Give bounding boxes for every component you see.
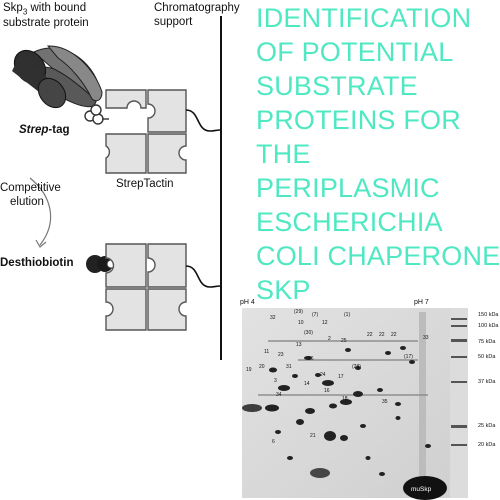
spot-label: 31 — [286, 364, 292, 370]
linker-top — [185, 109, 222, 132]
spot-label: 12 — [322, 320, 328, 326]
ph-right-label: pH 7 — [414, 299, 429, 306]
spot-label: 13 — [296, 342, 302, 348]
desthiobiotin-label: Desthiobiotin — [0, 257, 74, 269]
streptactin-top-blocks — [105, 89, 187, 174]
title-line: THE — [256, 139, 311, 169]
protein-spots — [242, 346, 431, 478]
marker-label: 25 kDa — [478, 423, 496, 429]
spot-label: (28) — [352, 364, 361, 370]
marker-bands — [451, 318, 467, 446]
spot-label: 34 — [276, 392, 282, 398]
linker-bottom — [185, 265, 222, 288]
chromatography-label: Chromatography support — [154, 2, 240, 28]
skp-label: Skp3 with bound — [3, 2, 87, 17]
spot-label: 18 — [342, 396, 348, 402]
title-line: COLI CHAPERONE — [256, 241, 500, 271]
title-line: SUBSTRATE — [256, 71, 418, 101]
spot-label: 22 — [367, 332, 373, 338]
spot-label: 2 — [328, 336, 331, 342]
title-line: PERIPLASMIC — [256, 173, 440, 203]
spot-label: 32 — [270, 315, 276, 321]
muskp-spot — [403, 476, 447, 500]
title-line: IDENTIFICATION — [256, 3, 472, 33]
spot-label: 14 — [304, 381, 310, 387]
spot-label: 6 — [272, 439, 275, 445]
elution-arrow — [29, 177, 52, 246]
spot-label: (17) — [404, 354, 413, 360]
marker-labels: 150 kDa 100 kDa 75 kDa 50 kDa 37 kDa 25 … — [478, 312, 499, 448]
streptactin-label: StrepTactin — [116, 178, 174, 190]
spot-label: 10 — [298, 320, 304, 326]
spot-label: (29) — [294, 309, 303, 315]
skp-trimer-icon — [12, 45, 103, 109]
title-line: ESCHERICHIA — [256, 207, 443, 237]
spot-label: 23 — [278, 352, 284, 358]
ph-left-label: pH 4 — [240, 299, 255, 306]
substrate-label: substrate protein — [3, 17, 89, 29]
title-line: SKP — [256, 275, 311, 305]
spot-label: 33 — [423, 335, 429, 341]
spot-label: 22 — [391, 332, 397, 338]
spot-label: 35 — [382, 399, 388, 405]
marker-label: 75 kDa — [478, 339, 496, 345]
spot-label: 16 — [324, 388, 330, 394]
spot-label: 17 — [338, 374, 344, 380]
spot-label: 25 — [341, 338, 347, 344]
spot-label: (7) — [312, 312, 318, 318]
spot-label: 19 — [246, 367, 252, 373]
strep-tag-label: Strep-tag — [19, 124, 70, 136]
muskp-label: muSkp — [411, 486, 432, 493]
title-line: OF POTENTIAL — [256, 37, 454, 67]
competitive-elution-label: Competitive elution — [0, 182, 61, 208]
spot-label: 11 — [264, 349, 269, 355]
spot-label: 3 — [274, 378, 277, 384]
spot-label: (30) — [304, 330, 313, 336]
spot-label: 21 — [310, 433, 316, 439]
spot-labels: (29) (7) (1) 32 10 12 22 22 22 (30) 33 2… — [246, 309, 429, 445]
2d-gel-image: pH 4 pH 7 muSkp 150 kDa 100 kDa 75 kDa 5… — [240, 299, 499, 500]
spot-label: 24 — [320, 372, 326, 378]
marker-label: 50 kDa — [478, 354, 496, 360]
marker-label: 20 kDa — [478, 442, 496, 448]
affinity-chromatography-diagram — [12, 16, 222, 360]
spot-label: (1) — [344, 312, 350, 318]
spot-label: 26 — [308, 356, 314, 362]
spot-label: 20 — [259, 364, 265, 370]
desthiobiotin-icon — [86, 255, 116, 273]
spot-label: 22 — [379, 332, 385, 338]
strep-tag-icon — [84, 104, 104, 125]
streptactin-bottom-blocks — [105, 243, 187, 331]
marker-label: 150 kDa — [478, 312, 499, 318]
marker-label: 100 kDa — [478, 323, 499, 329]
marker-label: 37 kDa — [478, 379, 496, 385]
article-title: IDENTIFICATION OF POTENTIAL SUBSTRATE PR… — [256, 1, 500, 307]
title-line: PROTEINS FOR — [256, 105, 461, 135]
